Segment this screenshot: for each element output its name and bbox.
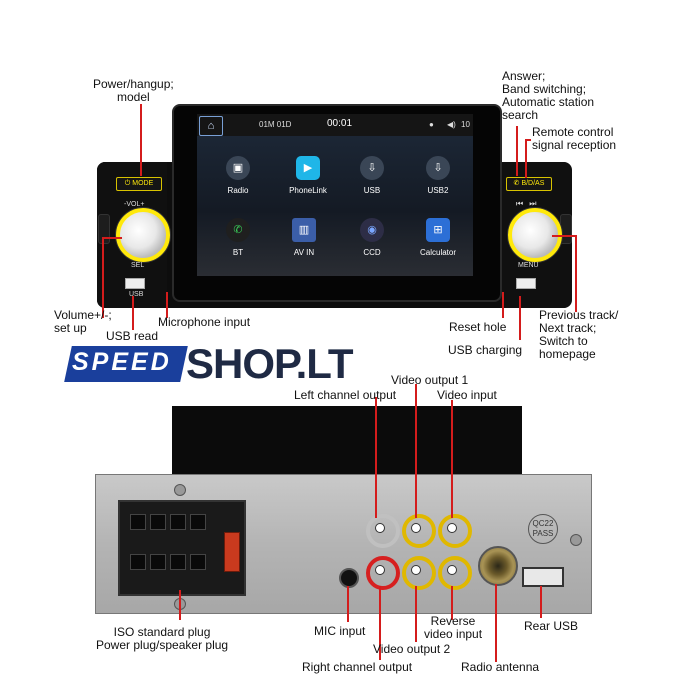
volume-icon: ◀) <box>447 120 456 129</box>
label-reverse: Reverse video input <box>424 614 483 641</box>
date-readout: 01M 01D <box>259 120 292 129</box>
label-power: Power/hangup; model <box>93 77 174 104</box>
line-remote <box>525 139 531 178</box>
menu-label: MENU <box>518 262 539 269</box>
iso-pin <box>170 554 186 570</box>
mode-button[interactable]: ⏻ MODE <box>116 177 162 191</box>
app-av-in[interactable]: ▥ AV IN <box>279 218 329 257</box>
label-iso: ISO standard plug Power plug/speaker plu… <box>96 625 229 652</box>
bdas-button-label: B/D/AS <box>521 180 545 187</box>
mic-status-icon: ● <box>429 120 434 129</box>
app-calculator[interactable]: ⊞ Calculator <box>413 218 463 257</box>
iso-pin <box>190 554 206 570</box>
app-label: BT <box>232 248 244 257</box>
bdas-button[interactable]: ✆ B/D/AS <box>506 177 552 191</box>
volume-value: 10 <box>461 120 470 129</box>
label-usb-read: USB read <box>106 329 159 343</box>
radio-icon: ▣ <box>226 156 250 180</box>
app-label: AV IN <box>293 248 315 257</box>
phonelink-icon: ▶ <box>296 156 320 180</box>
usb-port-label: USB <box>129 291 144 298</box>
label-rear-usb: Rear USB <box>524 619 579 633</box>
rca-video-output-1[interactable] <box>402 514 436 548</box>
prev-next-icons: ⏮⏭ <box>516 199 543 208</box>
label-answer: Answer; Band switching; Automatic statio… <box>502 69 595 122</box>
rca-pin <box>411 565 421 575</box>
app-label: CCD <box>363 248 381 257</box>
rca-video-input[interactable] <box>438 514 472 548</box>
home-icon[interactable]: ⌂ <box>199 116 223 136</box>
app-usb[interactable]: ⇩ USB <box>347 156 397 195</box>
phone-icon: ✆ <box>513 180 520 187</box>
rca-pin <box>447 565 457 575</box>
logo-text: SHOP.LT <box>186 340 353 387</box>
label-radio-antenna: Radio antenna <box>461 660 540 674</box>
logo-letters: SPEED <box>72 348 172 376</box>
iso-pin <box>150 554 166 570</box>
label-video-out-2: Video output 2 <box>373 642 451 656</box>
rca-pin <box>411 523 421 533</box>
label-mic-input: Microphone input <box>158 315 251 329</box>
status-bar: ⌂ 01M 01D 00:01 ● ◀) 10 <box>197 114 473 136</box>
app-label: Radio <box>227 186 249 195</box>
volume-knob[interactable] <box>116 208 170 262</box>
rca-video-output-2[interactable] <box>402 556 436 590</box>
usb2-icon: ⇩ <box>426 156 450 180</box>
label-remote: Remote control signal reception <box>532 125 617 152</box>
iso-pin <box>150 514 166 530</box>
label-prev-next: Previous track/ Next track; Switch to ho… <box>539 308 619 361</box>
app-label: USB <box>363 186 381 195</box>
antenna-socket[interactable] <box>478 546 518 586</box>
label-video-out-1: Video output 1 <box>391 373 469 387</box>
rca-pin <box>375 523 385 533</box>
line-volume <box>102 237 122 318</box>
vol-label: -VOL+ <box>124 201 145 208</box>
rca-reverse-video-input[interactable] <box>438 556 472 590</box>
screw-icon <box>174 484 186 496</box>
pass-stamp: QC22 PASS <box>528 514 558 544</box>
rca-left-channel[interactable] <box>366 514 400 548</box>
label-usb-charging: USB charging <box>448 343 523 357</box>
phone-icon: ✆ <box>226 218 250 242</box>
mode-button-label: MODE <box>132 180 154 187</box>
rca-pin <box>375 565 385 575</box>
iso-pin <box>170 514 186 530</box>
iso-pin <box>190 514 206 530</box>
av-in-icon: ▥ <box>292 218 316 242</box>
label-left-channel: Left channel output <box>294 388 397 402</box>
front-usb-port[interactable] <box>125 278 145 289</box>
camera-icon: ◉ <box>360 218 384 242</box>
time-readout: 00:01 <box>327 118 353 129</box>
app-phonelink[interactable]: ▶ PhoneLink <box>283 156 333 195</box>
rca-right-channel[interactable] <box>366 556 400 590</box>
line-prev-next <box>552 235 577 312</box>
label-reset: Reset hole <box>449 320 507 334</box>
fuse <box>224 532 240 572</box>
app-label: USB2 <box>427 186 449 195</box>
iso-pin <box>130 554 146 570</box>
rear-usb-port[interactable] <box>522 567 564 587</box>
rear-top-casing <box>172 406 522 480</box>
app-label: PhoneLink <box>289 186 327 195</box>
sel-label: SEL <box>131 262 145 269</box>
label-mic: MIC input <box>314 624 366 638</box>
label-video-input: Video input <box>437 388 497 402</box>
app-label: Calculator <box>419 248 456 257</box>
screw-icon <box>570 534 582 546</box>
rca-pin <box>447 523 457 533</box>
app-bt[interactable]: ✆ BT <box>213 218 263 257</box>
usb-icon: ⇩ <box>360 156 384 180</box>
app-ccd[interactable]: ◉ CCD <box>347 218 397 257</box>
label-volume: Volume+/-; set up <box>54 308 112 335</box>
iso-pin <box>130 514 146 530</box>
app-radio[interactable]: ▣ Radio <box>213 156 263 195</box>
app-usb2[interactable]: ⇩ USB2 <box>413 156 463 195</box>
touch-screen[interactable]: ⌂ 01M 01D 00:01 ● ◀) 10 ▣ Radio ▶ PhoneL… <box>197 114 473 276</box>
front-charging-usb-port[interactable] <box>516 278 536 289</box>
calculator-icon: ⊞ <box>426 218 450 242</box>
power-icon: ⏻ <box>124 180 131 187</box>
label-right-channel: Right channel output <box>302 660 413 674</box>
